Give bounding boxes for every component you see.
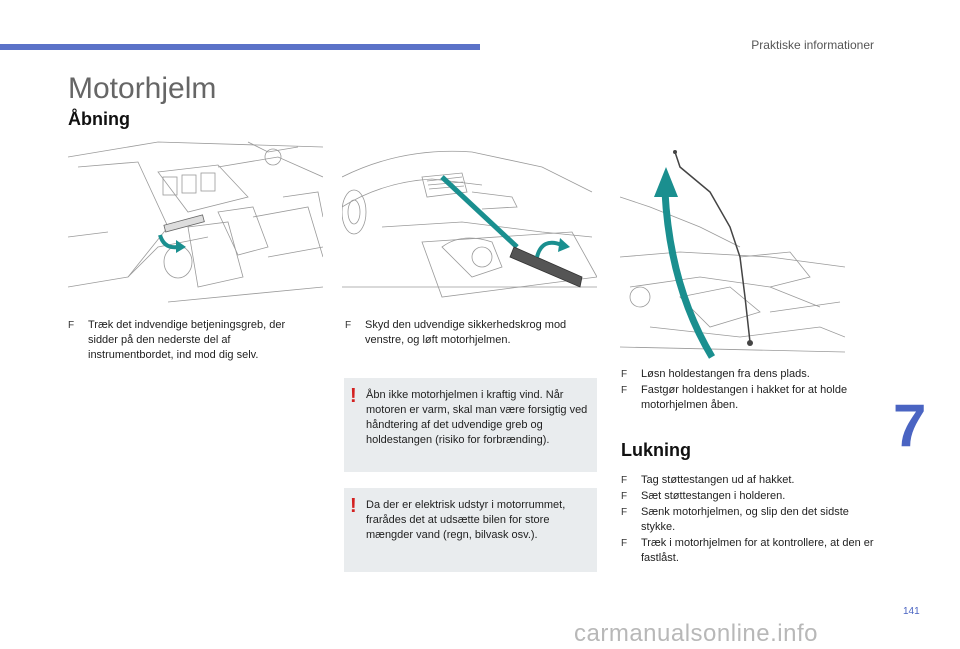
warning-box-wind: ! Åbn ikke motorhjelmen i kraftig vind. … bbox=[344, 378, 597, 472]
chapter-number: 7 bbox=[893, 392, 927, 459]
warning-box-water: ! Da der er elektrisk udstyr i motorrumm… bbox=[344, 488, 597, 572]
closing-heading: Lukning bbox=[621, 440, 691, 460]
page-title: Motorhjelm bbox=[68, 72, 217, 105]
exclamation-icon: ! bbox=[350, 385, 357, 407]
opening-heading: Åbning bbox=[68, 109, 130, 129]
illustration-prop-rod bbox=[620, 137, 845, 360]
curved-arrow-icon bbox=[535, 238, 570, 258]
warning-text: Da der er elektrisk udstyr i motorrummet… bbox=[366, 499, 566, 541]
header-accent-bar bbox=[0, 44, 480, 50]
bullet-marker: F bbox=[621, 369, 628, 380]
bullet-marker: F bbox=[68, 320, 75, 331]
illustration-safety-catch bbox=[342, 137, 597, 307]
bullet-marker: F bbox=[621, 385, 628, 396]
bullet-marker: F bbox=[621, 491, 628, 502]
page-number: 141 bbox=[903, 606, 920, 617]
section-header: Praktiske informationer bbox=[751, 38, 874, 52]
illustration-interior-lever bbox=[68, 137, 323, 307]
warning-text: Åbn ikke motorhjelmen i kraftig vind. Nå… bbox=[366, 389, 588, 446]
curved-arrow-icon bbox=[158, 234, 186, 253]
bullet-marker: F bbox=[621, 538, 628, 549]
bullet-marker: F bbox=[621, 507, 628, 518]
bullet-marker: F bbox=[345, 320, 352, 331]
exclamation-icon: ! bbox=[350, 495, 357, 517]
watermark: carmanualsonline.info bbox=[574, 620, 818, 647]
bullet-marker: F bbox=[621, 475, 628, 486]
